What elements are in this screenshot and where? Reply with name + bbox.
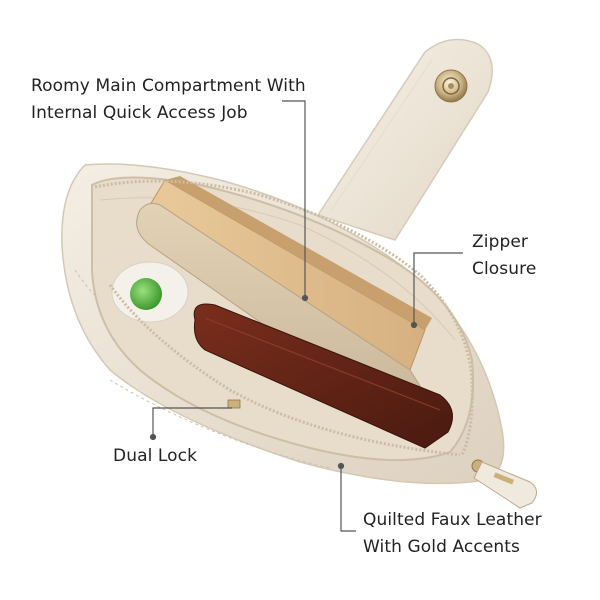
snap-button-icon xyxy=(434,69,468,103)
leader-dual-lock xyxy=(152,407,232,436)
leader-roomy xyxy=(282,100,306,297)
zipper-track xyxy=(94,179,474,457)
callout-roomy-line1: Roomy Main Compartment With xyxy=(31,76,306,96)
flap-strap xyxy=(316,38,493,241)
leader-lines xyxy=(149,100,463,532)
callout-dual-lock-line1: Dual Lock xyxy=(113,446,198,466)
callout-quilted-leather: Quilted Faux Leather With Gold Accents xyxy=(363,507,542,561)
dual-lock-clasp-icon xyxy=(227,399,241,409)
callout-roomy-line2: Internal Quick Access Job xyxy=(31,103,248,123)
callout-zipper-line2: Closure xyxy=(472,259,537,279)
wallet xyxy=(193,303,453,449)
callout-roomy-compartment: Roomy Main Compartment With Internal Qui… xyxy=(31,73,306,127)
leader-quilted xyxy=(340,466,356,532)
callout-quilted-line1: Quilted Faux Leather xyxy=(363,510,542,530)
callout-dual-lock: Dual Lock xyxy=(113,443,197,470)
zipper-pull-icon xyxy=(471,459,537,509)
callout-zipper-line1: Zipper xyxy=(472,232,528,252)
lip-balm xyxy=(111,261,189,323)
callout-zipper-closure: Zipper Closure xyxy=(472,229,536,283)
leader-zipper xyxy=(413,252,463,324)
callout-quilted-line2: With Gold Accents xyxy=(363,537,520,557)
